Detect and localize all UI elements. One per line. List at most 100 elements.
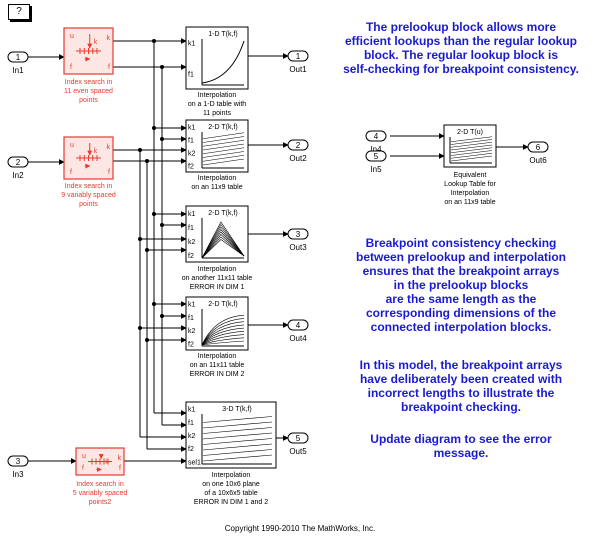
inport-label: In3 [12,470,24,479]
plot-line [202,154,245,162]
prelookup-glyph-k: k [94,148,98,155]
plot-line [202,416,273,423]
inport-label: In5 [370,165,382,174]
branch-point [138,237,142,241]
plot-line [202,449,273,456]
outport-number: 1 [296,52,301,61]
prelookup-port-u: u [70,33,74,40]
plot-line [202,132,245,140]
inport-number: 4 [374,132,379,141]
inport-number: 2 [16,158,21,167]
outport-shape [287,319,309,331]
interpolation-caption: Interpolation [198,266,237,273]
prelookup-port-k: k [118,455,122,462]
prelookup-glyph-f: f [82,465,84,472]
plot-line [450,150,493,156]
plot-line [202,151,245,158]
plot-line [450,141,493,148]
branch-point [152,302,156,306]
plot-rising-line [201,318,245,346]
interpolation-caption: Interpolation [198,353,237,360]
prelookup-port-u: u [82,453,86,460]
interpolation-caption: ERROR IN DIM 1 and 2 [194,499,268,506]
plot-fan-line [201,226,245,259]
plot-fan-line [201,229,245,259]
prelookup-port-f: f [108,64,110,71]
note-deliberate-errors: In this model, the breakpoint arrays hav… [359,358,563,414]
plot-line [202,454,273,462]
outport-shape [287,50,309,62]
plot-line [202,143,245,151]
branch-point [152,39,156,43]
interpolation-caption: on another 11x11 table [182,275,253,282]
help-button[interactable]: ? [8,4,30,20]
interpolation-caption: on an 11x9 table [191,184,242,191]
plot-fan-line [201,231,245,259]
outport-shape [287,139,309,151]
interpolation-caption: Interpolation [198,175,237,182]
prelookup-port-k: k [107,144,111,151]
branch-point [152,126,156,130]
branch-point [138,148,142,152]
outport-label: Out3 [289,243,307,252]
prelookup-port-u: u [70,142,74,149]
signal-wires [28,38,529,464]
prelookup-glyph-f: f [70,169,72,176]
plot-line [450,139,493,145]
branch-point [138,326,142,330]
interpolation-port-f1: f1 [188,225,194,232]
branch-point [160,223,164,227]
prelookup-caption: 5 variably spaced [73,490,128,497]
interpolation-port-f2: f2 [188,341,194,348]
interpolation-port-f2: f2 [188,164,194,171]
plot-line [202,147,245,155]
branch-point [160,314,164,318]
note-breakpoint-checking: Breakpoint consistency checking between … [355,236,566,334]
branch-point [160,137,164,141]
prelookup-caption: points [79,97,98,104]
plot-line [450,147,493,154]
plot-fan-line [201,221,245,259]
plot-fan-line [201,234,245,259]
interpolation-title: 2-D T(k,f) [208,210,237,217]
prelookup-caption: points2 [89,499,112,506]
outport-number: 4 [296,321,301,330]
lookup-table-caption: Equivalent [454,172,487,179]
plot-fan-line [201,236,245,259]
lookup-table-frame [443,124,497,168]
interpolation-port-f1: f1 [188,138,194,145]
plot-rising-line [201,334,245,346]
plot-line [450,144,493,151]
branch-point [145,248,149,252]
prelookup-caption: Index search in [76,481,124,488]
branch-point [160,65,164,69]
interpolation-title: 2-D T(k,f) [208,301,237,308]
interpolation-caption: Interpolation [198,92,237,99]
plot-curve [201,40,245,84]
plot-line [202,438,273,445]
interpolation-caption: Interpolation [212,472,251,479]
prelookup-caption: 11 even spaced [64,88,113,95]
outport-label: Out6 [529,156,547,165]
